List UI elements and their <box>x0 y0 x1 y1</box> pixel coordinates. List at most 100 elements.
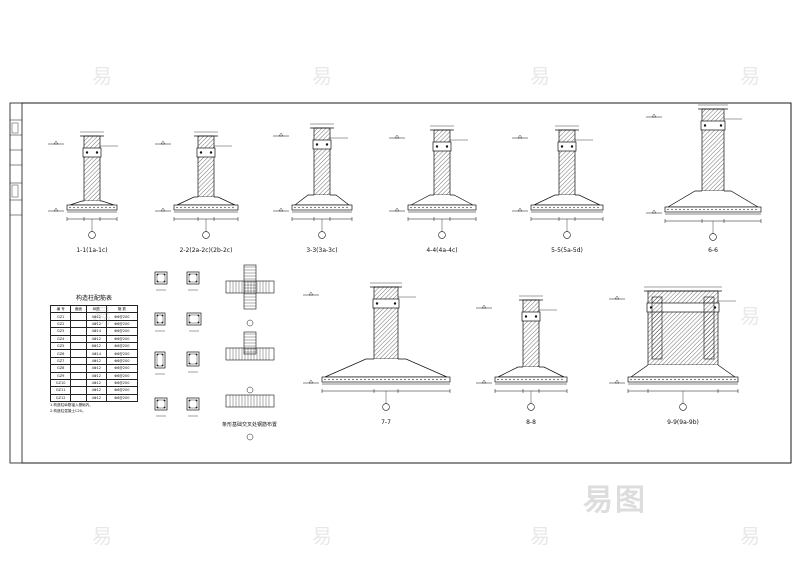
bottom-section-2-base-rebar <box>513 378 515 381</box>
bottom-section-2-rebar <box>524 315 528 318</box>
top-section-3-base-rebar <box>330 206 332 209</box>
top-section-4-base-rebar <box>442 206 444 209</box>
bottom-section-3-base-rebar <box>698 378 700 381</box>
top-section-4-base-rebar <box>414 206 416 209</box>
bottom-section-1-base-rebar <box>328 378 330 381</box>
table-cell: 4Φ12 <box>85 378 107 388</box>
bottom-section-1-base-rebar <box>400 378 402 381</box>
top-section-2-base-slab <box>173 204 239 211</box>
table-cell: GZ4 <box>49 334 72 343</box>
table-cell: 4Φ14 <box>85 349 107 358</box>
cross-detail-arm <box>225 280 275 294</box>
top-section-1-base-rebar <box>77 206 79 209</box>
top-section-5-footing <box>533 194 601 206</box>
bottom-section-3-elev-mark <box>614 379 620 384</box>
top-section-2-elev-mark <box>160 140 166 145</box>
top-section-4-base-rebar <box>434 206 436 209</box>
column-detail-bar <box>156 273 159 276</box>
top-section-2-base-rebar <box>184 206 186 209</box>
bottom-section-1-base-rebar <box>344 378 346 381</box>
top-section-6-base-rebar <box>699 208 701 211</box>
column-detail-bar <box>188 273 191 276</box>
top-section-2-base-rebar <box>216 206 218 209</box>
top-section-4-base-rebar <box>418 206 420 209</box>
bottom-section-2-base-rebar <box>557 378 559 381</box>
table-cell: GZ2 <box>49 319 72 329</box>
bottom-section-1-base-rebar <box>372 378 374 381</box>
top-section-1-base-rebar <box>89 206 91 209</box>
top-section-2-base-rebar <box>208 206 210 209</box>
column-detail-bar <box>156 314 159 317</box>
top-section-1-base-rebar <box>73 206 75 209</box>
table-cell <box>70 334 87 343</box>
top-section-6-beam <box>700 120 726 131</box>
column-detail-stirrup <box>188 273 198 283</box>
bottom-section-3-base-rebar <box>682 378 684 381</box>
table-cell: Φ6@200 <box>105 349 139 358</box>
top-section-5-column <box>558 129 576 196</box>
top-section-1-base-rebar <box>69 206 71 209</box>
top-section-1-base-rebar <box>105 206 107 209</box>
column-detail-bar <box>156 280 159 283</box>
top-section-2-base-rebar <box>224 206 226 209</box>
watermark-glyph: 易 <box>92 304 112 328</box>
bottom-section-1-base-rebar <box>420 378 422 381</box>
top-section-4-base-rebar <box>466 206 468 209</box>
column-detail-5 <box>154 351 166 369</box>
bottom-section-2-axis-bubble <box>527 403 535 411</box>
column-detail-4 <box>186 312 202 326</box>
top-section-6-base-rebar <box>727 208 729 211</box>
top-section-6-base-rebar <box>691 208 693 211</box>
top-section-3-base-rebar <box>302 206 304 209</box>
table-cell <box>70 364 87 373</box>
top-section-5-base-rebar <box>585 206 587 209</box>
column-detail-bar <box>163 406 166 409</box>
bottom-section-3-column-c <box>703 296 715 360</box>
top-section-3-rebar <box>315 143 319 146</box>
top-section-2-base-rebar <box>180 206 182 209</box>
table-cell: GZ9 <box>49 371 72 380</box>
legend-table-notes: 1.构造柱纵筋锚入基础内。2.构造柱混凝土C20。 <box>50 403 138 413</box>
bottom-section-1-base-rebar <box>440 378 442 381</box>
bottom-section-3-base-rebar <box>650 378 652 381</box>
bottom-section-1-base-rebar <box>360 378 362 381</box>
top-section-4-beam <box>432 141 452 152</box>
bottom-section-1-base-rebar <box>364 378 366 381</box>
legend-table-title: 构造柱配筋表 <box>75 295 112 302</box>
top-section-6-base-rebar <box>715 208 717 211</box>
top-section-2-column <box>197 135 215 198</box>
top-section-3-rebar <box>325 143 329 146</box>
column-detail-bar <box>156 353 159 356</box>
bottom-section-2-elev-mark <box>481 379 487 384</box>
column-detail-stirrup <box>156 353 164 367</box>
top-section-4-base-rebar <box>470 206 472 209</box>
column-detail-bar <box>161 353 164 356</box>
top-section-6-base-slab <box>664 206 762 213</box>
bottom-section-3-base-rebar <box>646 378 648 381</box>
top-section-4-base-rebar <box>438 206 440 209</box>
bottom-section-1-beam <box>372 298 400 309</box>
cross-detail-bubble <box>246 386 254 394</box>
top-section-2-base-rebar <box>200 206 202 209</box>
column-detail-3 <box>154 312 166 326</box>
bottom-section-3-rebar <box>649 306 653 309</box>
bottom-section-label-3: 9-9(9a-9b) <box>667 419 699 426</box>
bottom-section-1-base-rebar <box>416 378 418 381</box>
table-note: 2.构造柱混凝土C20。 <box>50 408 86 413</box>
column-detail-bar <box>195 353 198 356</box>
legend-header-cell: 编 号 <box>49 304 72 314</box>
top-section-4-base-rebar <box>446 206 448 209</box>
top-section-6-base-rebar <box>735 208 737 211</box>
top-section-2-base-rebar <box>188 206 190 209</box>
top-section-4-base-slab <box>407 204 477 211</box>
top-section-6-base-rebar <box>755 208 757 211</box>
bottom-section-1-base-rebar <box>408 378 410 381</box>
bottom-section-3-footing <box>629 364 737 378</box>
bottom-section-2-base-rebar <box>505 378 507 381</box>
bottom-section-1-rebar <box>393 302 397 305</box>
bottom-section-1-footing <box>324 358 448 378</box>
table-cell: GZ3 <box>49 327 72 336</box>
